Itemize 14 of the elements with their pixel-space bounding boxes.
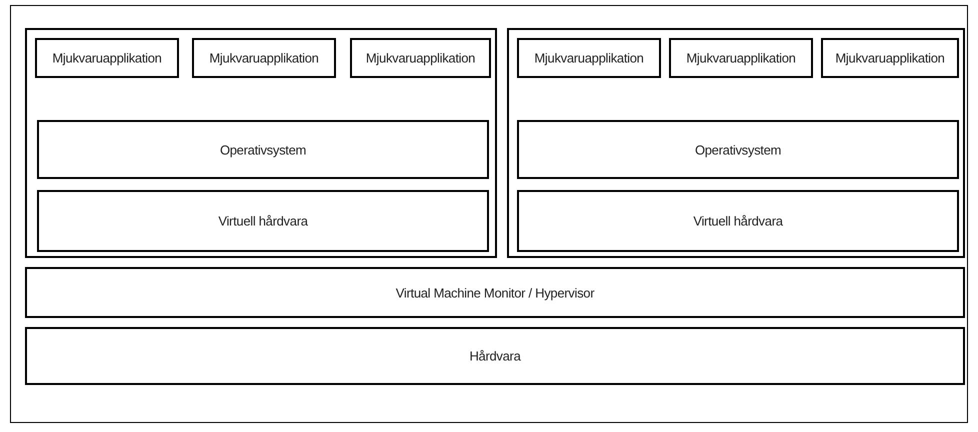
- vm-container: [507, 28, 965, 258]
- layer-box: Mjukvaruapplikation: [192, 38, 336, 78]
- layer-box: Mjukvaruapplikation: [350, 38, 491, 78]
- layer-box: Operativsystem: [517, 120, 959, 179]
- vm-container: [25, 28, 497, 258]
- layer-box: Virtuell hårdvara: [37, 190, 489, 252]
- layer-box: Mjukvaruapplikation: [517, 38, 661, 78]
- layer-box: Operativsystem: [37, 120, 489, 179]
- layer-box: Mjukvaruapplikation: [669, 38, 813, 78]
- layer-box: Virtual Machine Monitor / Hypervisor: [25, 267, 965, 318]
- layer-box: Hårdvara: [25, 327, 965, 385]
- layer-box: Virtuell hårdvara: [517, 190, 959, 252]
- layer-box: Mjukvaruapplikation: [821, 38, 959, 78]
- layer-box: Mjukvaruapplikation: [35, 38, 179, 78]
